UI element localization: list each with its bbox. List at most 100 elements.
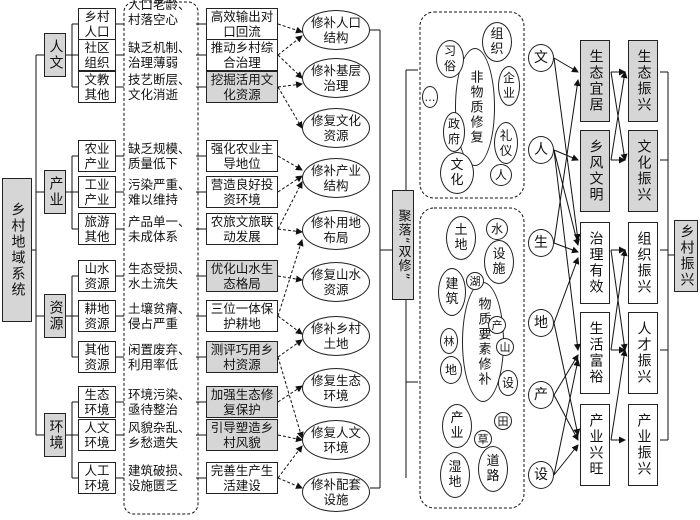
strategy-label: 推动乡村综合治理 (210, 40, 274, 70)
strategy-label: 加强生态修复保护 (210, 387, 274, 417)
element-circle: 设 (528, 461, 554, 489)
goal-label: 生态振兴 (635, 49, 652, 113)
goal-label: 文化振兴 (635, 139, 652, 203)
material-label: 物质要素修补 (475, 297, 491, 387)
element-circle: 地 (528, 309, 554, 337)
problem-text: 污染严重、难以维持 (128, 177, 191, 207)
repair-oval: 修复文化资源 (302, 108, 370, 148)
goal-left-box: 生活富裕 (580, 312, 610, 394)
repair-label: 修复山水资源 (310, 267, 361, 297)
element-label: 设 (534, 466, 548, 483)
element-label: 人 (534, 141, 548, 158)
node-oval: 建筑 (438, 268, 466, 316)
goal-right-box: 人才振兴 (628, 312, 658, 394)
strategy-box: 挖掘活用文化资源 (206, 71, 278, 103)
goal-label: 乡风文明 (587, 139, 604, 203)
center-node: 聚落“双修” (392, 190, 414, 300)
node-label: 产业 (450, 411, 464, 441)
repair-label: 修复生态环境 (310, 373, 361, 403)
strategy-label: 完善生产生活建设 (210, 463, 274, 493)
final-label: 乡村振兴 (678, 224, 695, 288)
repair-oval: 修补基层治理 (302, 58, 370, 98)
category-industry: 产业 (44, 170, 66, 214)
node-label: 组织 (490, 27, 504, 57)
element-circle: 产 (528, 381, 554, 409)
element-circle: 文 (528, 44, 554, 72)
node-label: 礼仪 (499, 128, 513, 158)
strategy-box: 完善生产生活建设 (206, 462, 278, 494)
goal-label: 人才振兴 (635, 321, 652, 385)
strategy-box: 优化山水生态格局 (206, 260, 278, 292)
repair-label: 修补基层治理 (310, 63, 361, 93)
repair-label: 修补用地布局 (310, 215, 361, 245)
subsystem-label: 其他资源 (84, 342, 110, 372)
repair-label: 修复文化资源 (310, 113, 361, 143)
repair-oval: 修补人口结构 (302, 10, 370, 50)
element-label: 产 (534, 386, 548, 403)
strategy-box: 强化农业主导地位 (206, 140, 278, 172)
subsystem-label: 文教其他 (84, 72, 110, 102)
node-label: 文化 (450, 158, 464, 188)
node-label: 地 (444, 362, 457, 377)
category-humanities: 人文 (44, 33, 66, 77)
subsystem-box: 其他资源 (78, 341, 116, 373)
node-label: 道路 (486, 454, 500, 484)
node-oval: 山 (496, 338, 514, 356)
subsystem-box: 乡村人口 (78, 8, 116, 40)
strategy-label: 引导塑造乡村风貌 (210, 420, 274, 450)
strategy-box: 加强生态修复保护 (206, 386, 278, 418)
repair-label: 修补配套设施 (310, 477, 361, 507)
category-label: 产业 (47, 176, 64, 208)
node-oval: 湖 (466, 272, 484, 290)
subsystem-box: 耕地资源 (78, 300, 116, 332)
repair-oval: 修补乡村土地 (302, 316, 370, 356)
node-oval: 产 (488, 316, 506, 334)
repair-label: 修补乡村土地 (310, 321, 361, 351)
node-oval: 草 (474, 430, 492, 448)
category-label: 人文 (47, 39, 64, 71)
subsystem-label: 山水资源 (84, 261, 110, 291)
node-label: 湖 (469, 274, 481, 288)
category-environment: 环境 (44, 413, 66, 457)
strategy-box: 农旅文旅联动发展 (206, 213, 278, 245)
node-oval: 田 (494, 412, 512, 430)
node-label: 政府 (447, 117, 460, 146)
problem-text: 环境污染、亟待整治 (128, 387, 191, 417)
strategy-box: 三位一体保护耕地 (206, 300, 278, 332)
node-label: 建筑 (445, 277, 459, 307)
problem-text: 闲置废弃、利用率低 (128, 342, 191, 372)
strategy-label: 测评巧用乡村资源 (210, 342, 274, 372)
strategy-label: 挖掘活用文化资源 (210, 72, 274, 102)
subsystem-label: 工业产业 (84, 177, 110, 207)
problem-text: 产品单一、未成体系 (128, 214, 191, 244)
category-resources: 资源 (44, 294, 66, 338)
node-oval: 地 (440, 356, 462, 384)
strategy-label: 三位一体保护耕地 (210, 301, 274, 331)
node-oval: 文化 (440, 152, 474, 194)
subsystem-box: 山水资源 (78, 260, 116, 292)
problem-text: 生态受损、水土流失 (128, 261, 191, 291)
node-oval: 道路 (478, 446, 508, 492)
node-label: 产 (491, 318, 503, 332)
goal-right-box: 产业振兴 (628, 404, 658, 486)
node-oval: 礼仪 (494, 122, 518, 164)
repair-label: 修复人文环境 (310, 425, 361, 455)
node-label: 设施 (492, 247, 506, 277)
nonmaterial-label: 非物质修复 (467, 69, 483, 145)
node-oval: 湿地 (440, 452, 470, 498)
subsystem-box: 旅游其他 (78, 213, 116, 245)
element-circle: 生 (528, 229, 554, 257)
node-oval: 土地 (446, 216, 476, 260)
strategy-label: 强化农业主导地位 (210, 141, 274, 171)
goal-label: 治理有效 (587, 231, 604, 295)
goal-label: 生活富裕 (587, 321, 604, 385)
node-label: 人 (494, 167, 507, 182)
subsystem-label: 人工环境 (84, 463, 110, 493)
repair-oval: 修补配套设施 (302, 472, 370, 512)
node-oval: 人 (490, 164, 512, 186)
goal-left-box: 乡风文明 (580, 130, 610, 212)
strategy-label: 营造良好投资环境 (210, 177, 274, 207)
subsystem-box: 文教其他 (78, 71, 116, 103)
node-label: 设 (501, 375, 514, 390)
